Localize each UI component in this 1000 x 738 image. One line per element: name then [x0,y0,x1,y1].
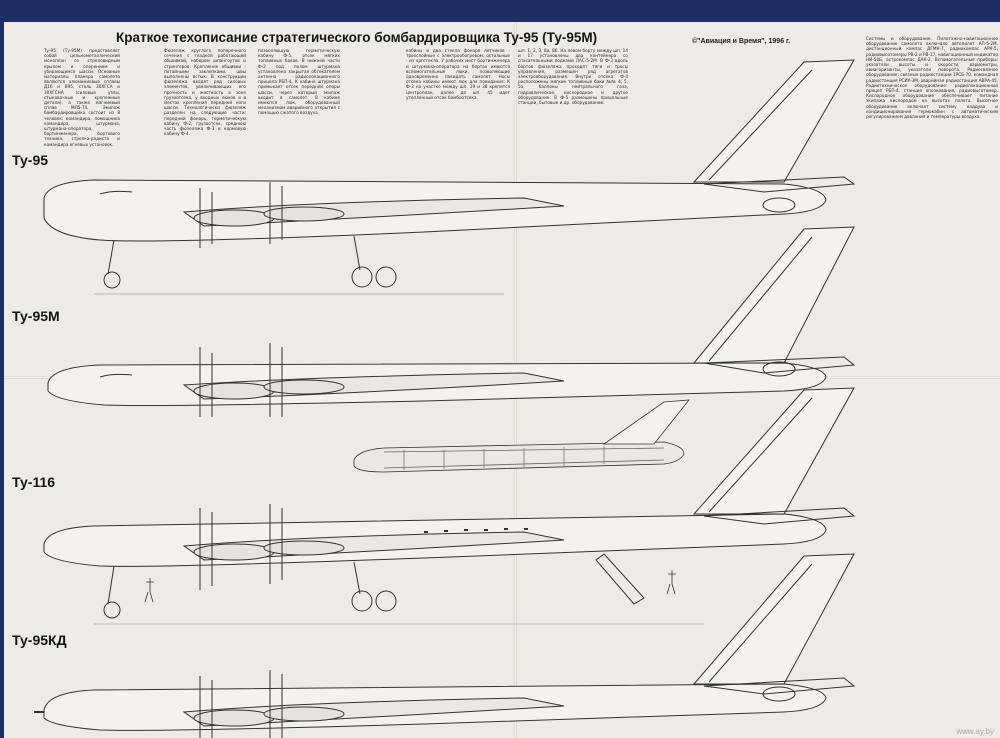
text-column-2: Фюзеляж круглого поперечного сечения с г… [164,48,246,137]
aircraft-drawing-tu95 [43,59,856,295]
aircraft-label-tu95: Ту-95 [12,152,49,168]
source-credit: ©"Авиация и Время", 1996 г. [692,38,791,45]
cutaway-drawing [353,399,690,473]
aircraft-drawing-tu116 [43,387,856,625]
aircraft-drawing-tu95m [47,226,856,417]
aircraft-label-tu116: Ту-116 [12,474,56,490]
poster-sheet: Краткое техописание стратегического бомб… [4,22,1000,738]
watermark: www.ay.by [956,727,994,736]
aircraft-label-tu95kd: Ту-95КД [12,632,67,648]
side-text: Системы и оборудование. Пилотажно-навига… [866,36,998,120]
text-column-4: кабины и два стекла фонаря летчиков - тр… [406,48,510,100]
text-column-3: позволяющую герметическую кабину Ф-5, от… [258,48,340,116]
text-column-side: Системы и оборудование. Пилотажно-навига… [866,36,998,736]
aircraft-drawing-tu95kd [34,553,856,738]
page-title: Краткое техописание стратегического бомб… [116,30,598,45]
text-column-intro: Ту-95 (Ту-95М) представляет собой цельно… [44,48,120,147]
text-column-5: шп. 1, 2, 3, 8а, 86. На левом борту межд… [518,48,628,106]
aircraft-label-tu95m: Ту-95М [12,308,60,324]
